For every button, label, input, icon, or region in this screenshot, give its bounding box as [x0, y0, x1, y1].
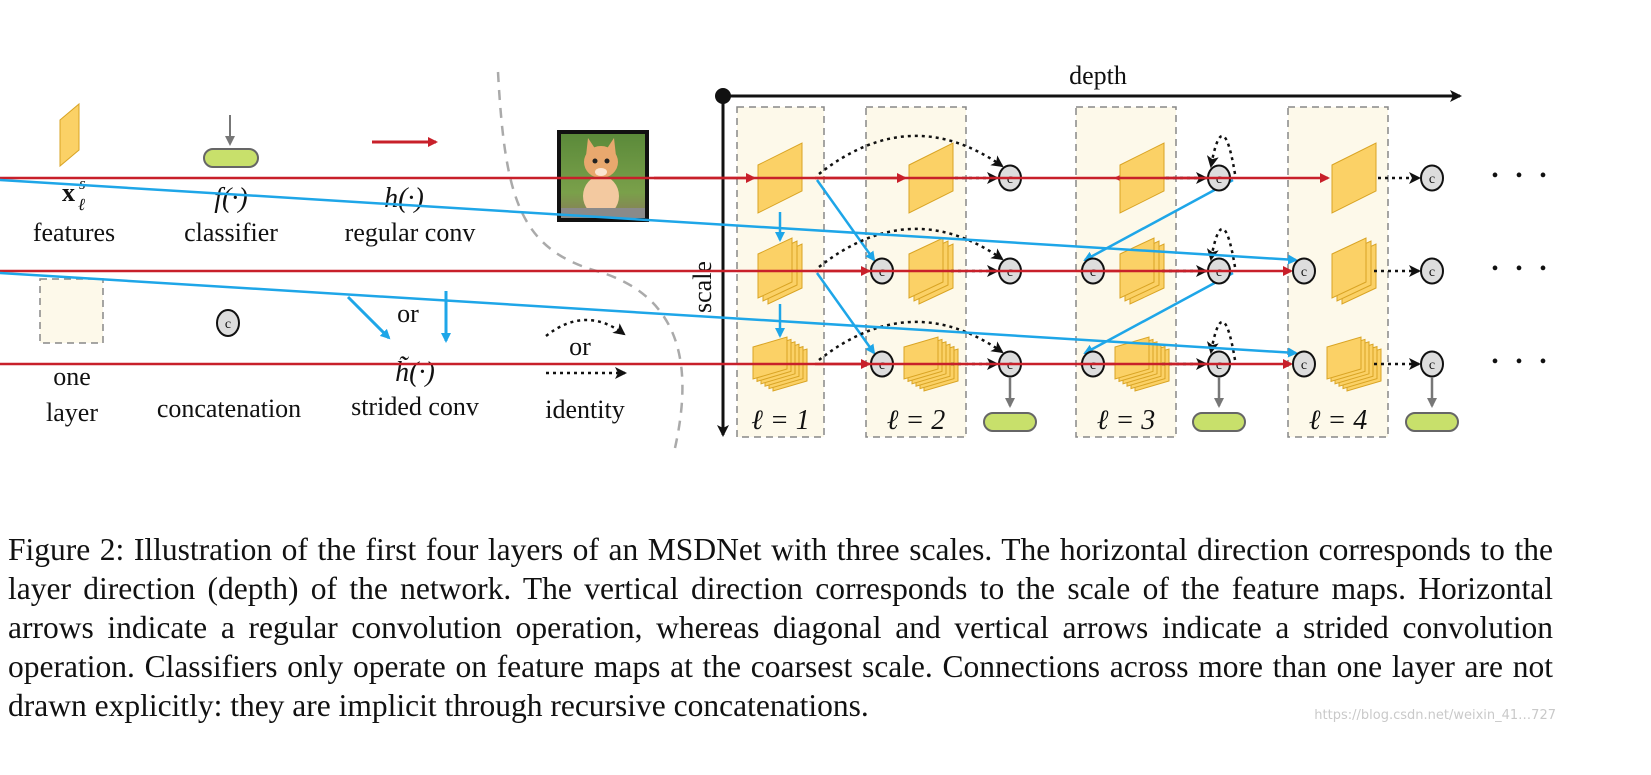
concat-node [1292, 257, 1316, 285]
layer-label: ℓ = 4 [1309, 405, 1368, 436]
concat-glyph: c [1301, 265, 1307, 280]
concat-glyph: c [1007, 172, 1013, 187]
identity-arrow [818, 320, 1004, 361]
concat-glyph: c [1429, 265, 1435, 280]
concat-glyph: c [1090, 358, 1096, 373]
features-symbol: x [62, 178, 75, 207]
concat-node [1420, 164, 1444, 192]
identity-arrow [818, 134, 1004, 175]
strided-conv-symbol: h̃(·) [395, 356, 435, 388]
legend: x s ℓ features f(·) classifier h(·) regu… [33, 102, 627, 427]
classifier-symbol: f(·) [214, 183, 247, 214]
concat-glyph: c [1007, 358, 1013, 373]
strided-conv-arrow [0, 271, 1298, 358]
classifier-label: classifier [184, 218, 278, 247]
features-superscript: s [79, 174, 86, 193]
features-subscript: ℓ [78, 195, 85, 214]
concat-glyph: c [1429, 358, 1435, 373]
identity-curved-arrow-icon [545, 318, 626, 337]
regular-conv-symbol: h(·) [384, 183, 424, 214]
feature-map [757, 237, 793, 299]
layer-box-icon [39, 278, 104, 344]
axes: depth scale [688, 61, 1462, 437]
legend-separator [496, 71, 684, 449]
layer-label: ℓ = 1 [751, 405, 810, 436]
scale-label: scale [688, 261, 717, 313]
feature-map [1119, 237, 1155, 299]
feature-map [752, 336, 788, 380]
feature-map-stack [1331, 237, 1377, 305]
strided-conv-label: strided conv [351, 392, 479, 421]
msdnet-figure: x s ℓ features f(·) classifier h(·) regu… [0, 0, 1651, 500]
identity-arrow [818, 227, 1004, 268]
concat-glyph: c [1090, 265, 1096, 280]
strided-conv-arrow [1083, 178, 1234, 262]
feature-map-icon [59, 102, 80, 168]
continuation-dots: • • • [1491, 165, 1552, 187]
strided-or-label: or [397, 299, 419, 328]
classifier-icon [203, 148, 259, 168]
concat-node [1292, 350, 1316, 378]
concatenation-label: concatenation [157, 394, 301, 423]
feature-map-stack [1331, 142, 1377, 214]
figure-caption: Figure 2: Illustration of the first four… [8, 532, 1553, 723]
strided-conv-arrow [815, 179, 876, 262]
feature-map [903, 336, 939, 380]
feature-map-stack [1119, 237, 1165, 305]
concat-glyph: c [879, 265, 885, 280]
feature-map-stack [1114, 336, 1170, 392]
strided-conv-arrow [0, 178, 1298, 265]
feature-map [1326, 336, 1362, 380]
feature-map [1331, 237, 1367, 299]
layer-label: ℓ = 2 [887, 405, 946, 436]
layer-label-line2: layer [46, 398, 98, 427]
classifier [1405, 412, 1459, 432]
concat-glyph: c [1216, 358, 1222, 373]
input-image [557, 130, 649, 222]
concat-node [1420, 257, 1444, 285]
feature-map-stack [757, 237, 803, 305]
continuation-dots: • • • [1491, 258, 1552, 280]
feature-map-stack [903, 336, 959, 392]
concat-glyph: c [225, 317, 231, 332]
classifier [1192, 412, 1246, 432]
concat-glyph: c [1216, 172, 1222, 187]
feature-map-stack [1326, 336, 1382, 392]
strided-conv-arrow [815, 272, 876, 355]
feature-map [908, 237, 944, 299]
concat-glyph: c [879, 358, 885, 373]
layer-label: ℓ = 3 [1097, 405, 1156, 436]
concat-glyph: c [1429, 172, 1435, 187]
regular-conv-label: regular conv [345, 218, 476, 247]
depth-label: depth [1069, 61, 1127, 90]
continuation-dots: • • • [1491, 351, 1552, 373]
strided-conv-diagonal-arrow-icon [346, 295, 391, 340]
identity-label: identity [545, 395, 624, 424]
feature-map [1331, 142, 1377, 214]
concat-glyph: c [1216, 265, 1222, 280]
classifier [983, 412, 1037, 432]
concatenation-icon [216, 309, 240, 337]
features-label: features [33, 218, 115, 247]
layer-label-line1: one [53, 362, 91, 391]
feature-map [1114, 336, 1150, 380]
watermark: https://blog.csdn.net/weixin_41…727 [1314, 708, 1556, 723]
concat-node [1420, 350, 1444, 378]
strided-conv-arrow [1083, 271, 1234, 355]
identity-or-label: or [569, 332, 591, 361]
concat-glyph: c [1301, 358, 1307, 373]
concat-glyph: c [1007, 265, 1013, 280]
network: c c c c c c c c c c c c c c c • • • • • • • • • [0, 136, 1553, 431]
